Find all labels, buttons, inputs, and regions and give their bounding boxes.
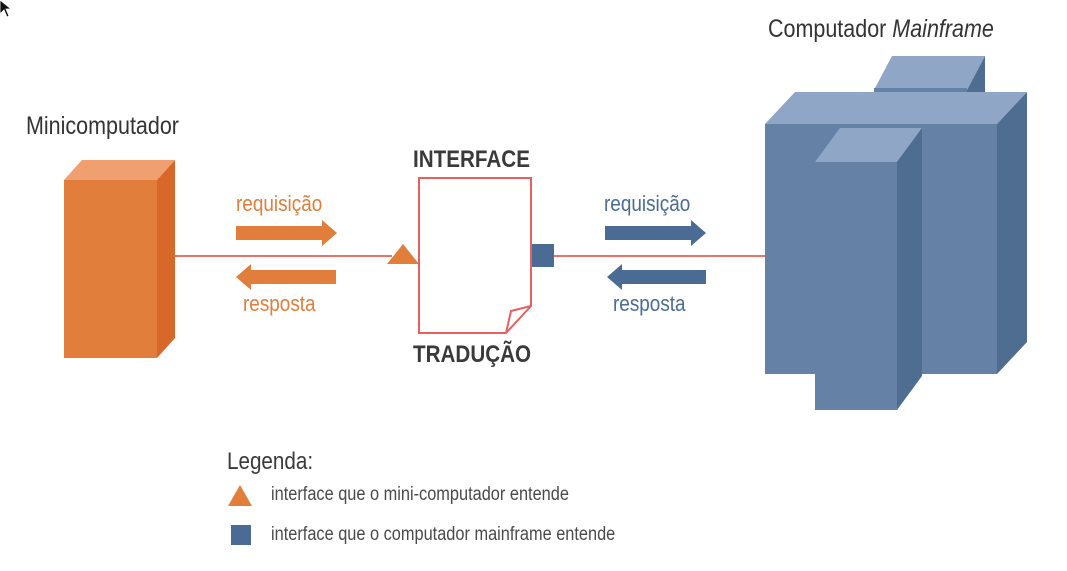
legend-blue-square-icon: [231, 525, 251, 545]
blue-square-icon: [532, 244, 554, 267]
mouse-cursor-icon: [0, 0, 13, 18]
legend-item-mainframe: interface que o computador mainframe ent…: [271, 524, 616, 545]
blue-request-arrow: [605, 220, 706, 246]
legend-orange-triangle-icon: [228, 485, 252, 506]
left-request-label: requisição: [236, 191, 323, 216]
orange-request-arrow: [236, 220, 337, 246]
mainframe-title: Computador Mainframe: [768, 15, 994, 44]
legend-item-mini: interface que o mini-computador entende: [271, 484, 569, 505]
right-response-label: resposta: [613, 291, 686, 316]
translation-label: TRADUÇÃO: [413, 341, 532, 368]
blue-response-arrow: [607, 264, 706, 290]
legend-title: Legenda:: [227, 448, 314, 475]
interface-label: INTERFACE: [413, 146, 530, 173]
right-request-label: requisição: [604, 191, 691, 216]
orange-triangle-icon: [387, 244, 419, 264]
interface-document-icon: [418, 177, 532, 334]
minicomputer-title: Minicomputador: [26, 112, 179, 140]
mainframe-title-italic: Mainframe: [892, 15, 994, 43]
minicomputer-shape: [64, 160, 175, 358]
orange-response-arrow: [236, 264, 336, 290]
mainframe-shape: [765, 56, 1027, 410]
left-response-label: resposta: [243, 291, 316, 316]
mainframe-title-plain: Computador: [768, 15, 887, 43]
